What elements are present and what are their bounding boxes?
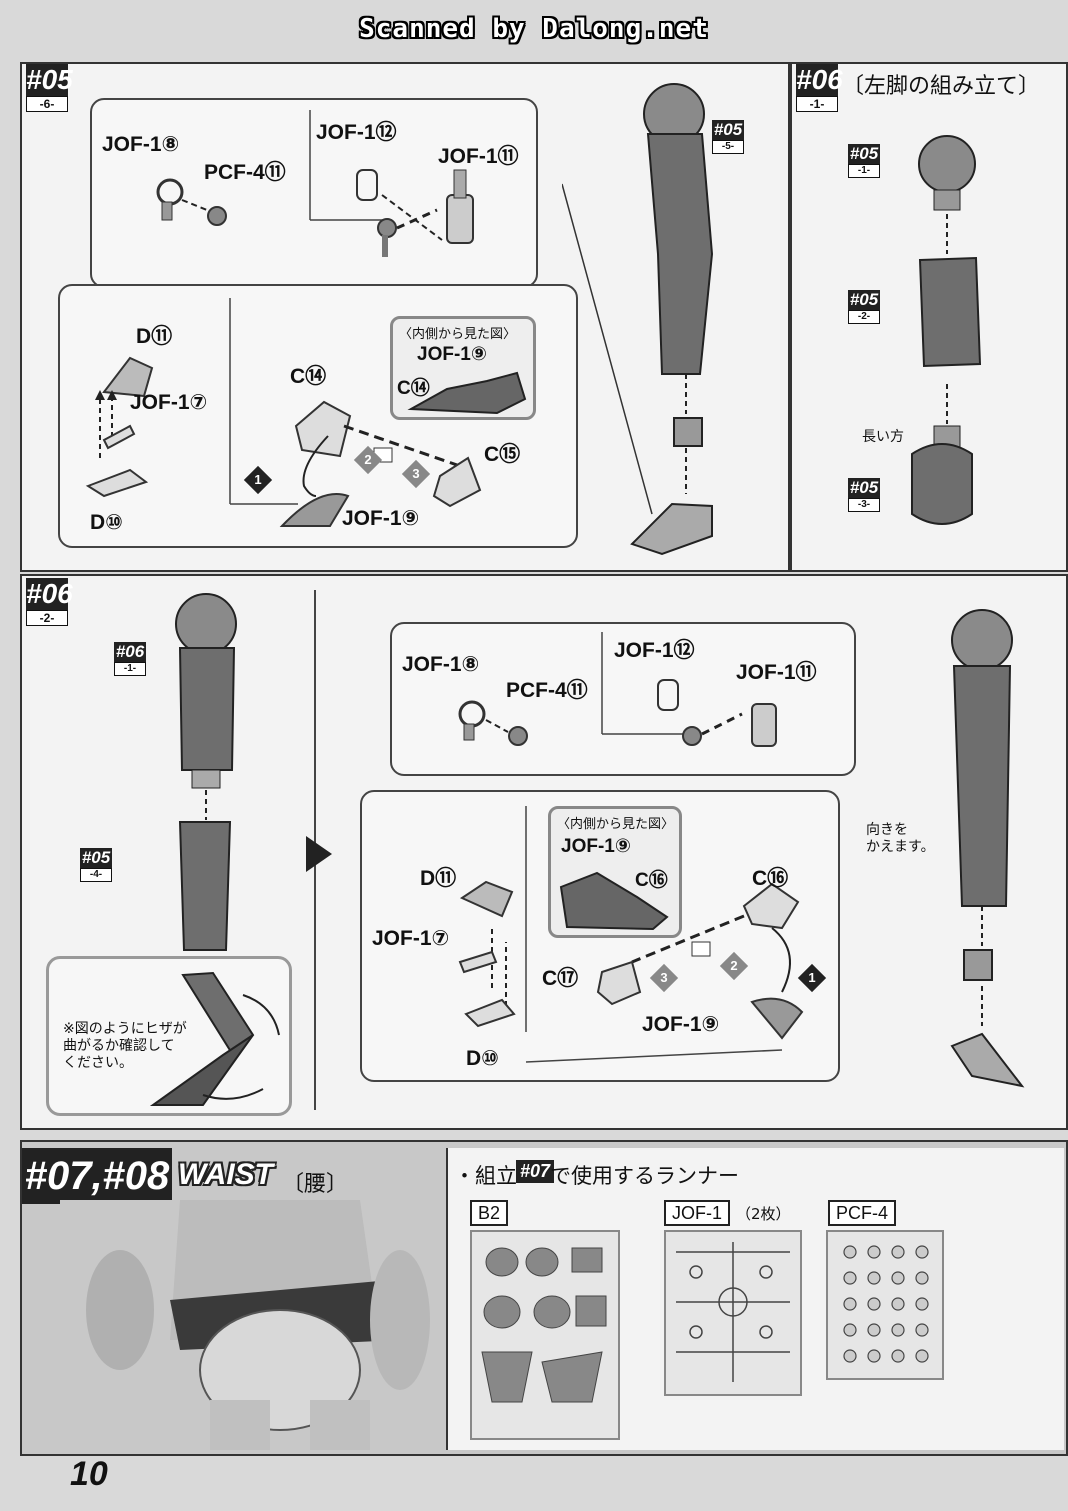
label-c17: C⑰ (542, 967, 579, 990)
step-badge-06-1: #06 -1- (796, 64, 843, 112)
upper-parts-drawing-2 (458, 632, 777, 747)
label-jof1-9-b: JOF-1⑨ (642, 1013, 720, 1036)
runner-tag-jof1: JOF-1 (664, 1200, 731, 1226)
label-d11-b: D⑪ (420, 867, 457, 890)
panel-05-6: #05 -6- JOF-1⑧ PCF-4⑪ JOF-1⑫ JOF-1⑪ (20, 62, 790, 572)
lower-parts-drawing-2 (458, 806, 804, 1063)
runner-intro-badge: #07 (516, 1160, 555, 1183)
knee-check-box: ※図のようにヒザが 曲がるか確認して ください。 (46, 956, 292, 1116)
runner-intro-prefix: ・組立 (454, 1164, 517, 1188)
callout-label-jof1-9-b: JOF-1⑨ (561, 836, 631, 857)
label-d11: D⑪ (136, 325, 173, 348)
arrow-right-icon (306, 836, 332, 872)
lower-parts-box-2: D⑪ JOF-1⑦ D⑩ C⑯ C⑰ JOF-1⑨ 〈内側から見た図〉 JOF-… (360, 790, 840, 1082)
waist-photo (60, 1200, 440, 1450)
callout-title: 〈内側から見た図〉 (399, 327, 517, 342)
part-badge-05-5: #05 -5- (712, 120, 744, 154)
part-badge-06-1: #06 -1- (114, 642, 146, 676)
assembled-leg-drawing (562, 83, 714, 556)
panel-06-2: #06 -2- #06 -1- #05 -4- ※図のようにヒザが 曲がるか確認… (20, 574, 1068, 1130)
runner-jof1-drawing (676, 1242, 790, 1382)
right-leg-assembled-drawing (950, 609, 1025, 1088)
runner-pcf4-drawing (843, 1245, 929, 1363)
label-d10-b: D⑩ (466, 1047, 499, 1070)
knee-check-note: ※図のようにヒザが 曲がるか確認して ください。 (63, 1021, 187, 1071)
step-marker-2-b: 2 (719, 951, 749, 981)
step-marker-3-b: 3 (649, 963, 679, 993)
label-c15: C⑮ (484, 443, 521, 466)
step-marker-1-b: 1 (797, 963, 827, 993)
runner-intro-suffix: で使用するランナー (550, 1164, 739, 1188)
panel-06-1: #06 -1- 〔左脚の組み立て〕 #05 -1- #05 -2- 長い方 #0… (790, 62, 1068, 572)
label-c16: C⑯ (752, 867, 789, 890)
step-badge-05-6: #05 -6- (26, 64, 73, 112)
runner-tag-b2: B2 (470, 1200, 509, 1226)
section-title-left-leg: 〔左脚の組み立て〕 (842, 74, 1041, 99)
label-jof1-12: JOF-1⑫ (316, 121, 397, 144)
runner-b2-drawing (481, 1247, 607, 1403)
upper-parts-box-2: JOF-1⑧ PCF-4⑪ JOF-1⑫ JOF-1⑪ (390, 622, 856, 776)
label-jof1-9: JOF-1⑨ (342, 507, 420, 530)
runner-pcf4-sprue (826, 1230, 944, 1380)
callout-label-c14: C⑭ (397, 378, 430, 399)
watermark: Scanned by Dalong.net (359, 14, 709, 44)
note-longer-side: 長い方 (862, 429, 904, 445)
upper-parts-box: JOF-1⑧ PCF-4⑪ JOF-1⑫ JOF-1⑪ (90, 98, 538, 288)
label-jof1-11: JOF-1⑪ (438, 145, 519, 168)
label-jof1-8: JOF-1⑧ (102, 133, 180, 156)
label-jof1-7: JOF-1⑦ (130, 391, 208, 414)
part-badge-05-1: #05 -1- (848, 144, 880, 178)
step-header-07-08: #07,#08 (22, 1148, 172, 1204)
inside-view-callout: 〈内側から見た図〉 JOF-1⑨ C⑭ (390, 316, 536, 420)
label-pcf4-11-b: PCF-4⑪ (506, 679, 588, 702)
inside-view-callout-2: 〈内側から見た図〉 JOF-1⑨ C⑯ (548, 806, 682, 938)
step-marker-3: 3 (401, 459, 431, 489)
part-badge-05-3: #05 -3- (848, 478, 880, 512)
step-marker-1: 1 (243, 465, 273, 495)
turn-note: 向きを かえます。 (866, 822, 935, 855)
runner-jof1-sprue (664, 1230, 802, 1396)
callout-label-c16: C⑯ (635, 870, 668, 891)
callout-label-jof1-9: JOF-1⑨ (417, 344, 487, 365)
label-c14: C⑭ (290, 365, 327, 388)
waist-word: WAIST (178, 1158, 273, 1191)
waist-title-jp: 〔腰〕 (282, 1172, 349, 1197)
right-leg-upper-drawing (175, 593, 237, 951)
part-badge-05-4: #05 -4- (80, 848, 112, 882)
label-jof1-12-b: JOF-1⑫ (614, 639, 695, 662)
callout-drawing (407, 371, 527, 415)
lower-parts-box: D⑪ JOF-1⑦ D⑩ C⑭ C⑮ JOF-1⑨ 〈内側から見た図〉 JOF-… (58, 284, 578, 548)
callout-drawing-2 (559, 871, 669, 931)
runner-b2-sprue (470, 1230, 620, 1440)
label-pcf4-11: PCF-4⑪ (204, 161, 286, 184)
label-jof1-7-b: JOF-1⑦ (372, 927, 450, 950)
label-jof1-11-b: JOF-1⑪ (736, 661, 817, 684)
label-jof1-8-b: JOF-1⑧ (402, 653, 480, 676)
step-marker-2: 2 (353, 445, 383, 475)
page-number: 10 (70, 1455, 108, 1493)
runner-tag-pcf4: PCF-4 (828, 1200, 897, 1226)
left-leg-assembly-drawing (911, 135, 982, 525)
runner-qty-jof1: （2枚） (736, 1205, 791, 1223)
step-badge-06-2: #06 -2- (26, 578, 73, 626)
upper-parts-drawing (156, 110, 474, 257)
label-d10: D⑩ (90, 511, 123, 534)
knee-bend-drawing (149, 971, 280, 1106)
lower-parts-drawing (85, 298, 482, 527)
part-badge-05-2: #05 -2- (848, 290, 880, 324)
callout-title-2: 〈内側から見た図〉 (557, 817, 675, 832)
